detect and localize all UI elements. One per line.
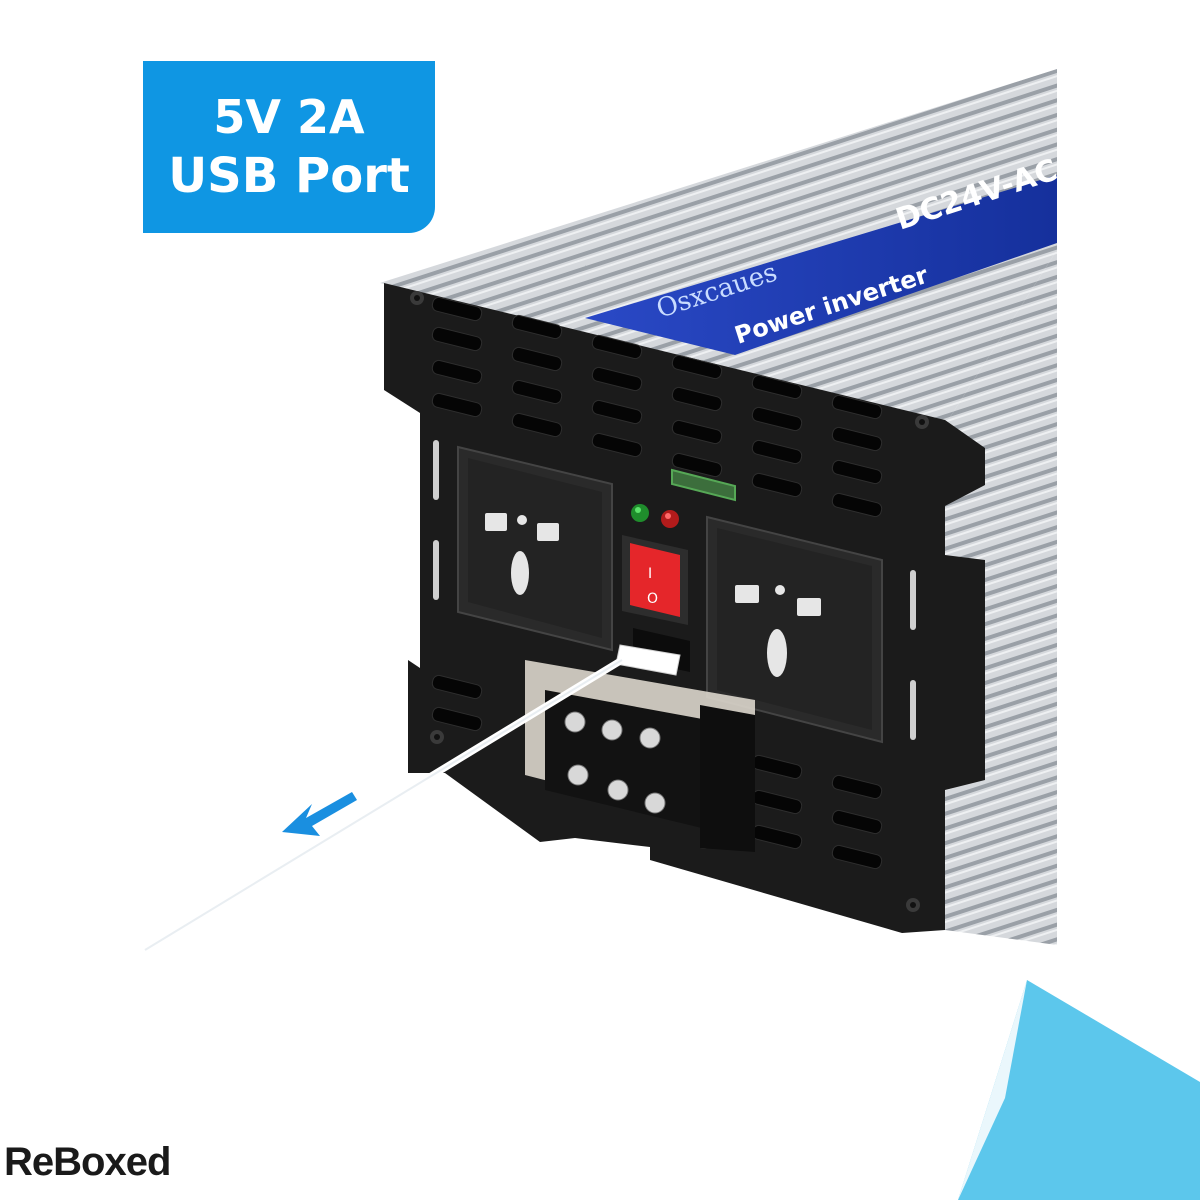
direction-arrow-icon [282, 792, 357, 836]
reboxed-logo: ReBoxed [4, 1140, 171, 1184]
power-switch-icon: I O [622, 535, 688, 625]
badge-voltage-current: 5V 2A [213, 90, 365, 144]
ac-outlet-icon [485, 513, 559, 595]
switch-on-mark: I [648, 566, 652, 582]
casing-top [380, 69, 1057, 425]
switch-off-mark: O [647, 591, 658, 607]
usb-port-badge: 5V 2A USB Port [143, 61, 435, 233]
led-indicator-icon [631, 504, 679, 528]
terminal-block-icon [525, 660, 755, 852]
vent-slots [431, 296, 883, 870]
ac-outlet-icon [735, 585, 821, 677]
badge-port-label: USB Port [168, 148, 410, 204]
fuse-window [671, 468, 736, 502]
side-slots [433, 440, 916, 740]
ac-outlet-left [457, 445, 613, 652]
page-curl-icon [958, 980, 1200, 1200]
usb-cable-icon [141, 656, 626, 954]
ac-outlet-right [706, 515, 883, 744]
usb-port [615, 628, 690, 676]
